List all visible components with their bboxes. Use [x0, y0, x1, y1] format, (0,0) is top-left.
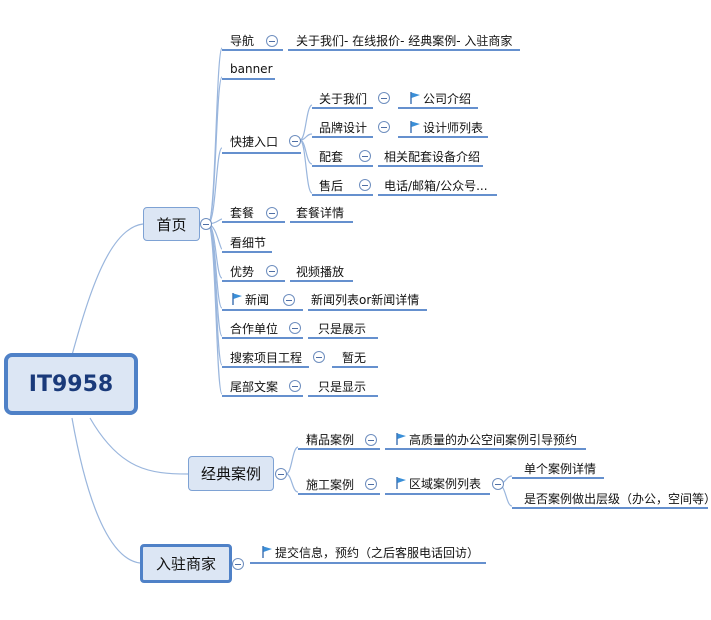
node-advantage-child[interactable]: 视频播放 [296, 265, 345, 279]
flag-icon [396, 477, 406, 489]
root-label: IT9958 [28, 371, 114, 397]
node-quick-child[interactable]: 电话/邮箱/公众号... [384, 179, 488, 193]
flag-icon [410, 121, 420, 133]
collapse-advantage-icon[interactable] [266, 265, 278, 277]
root-node[interactable]: IT9958 [4, 353, 138, 415]
node-quick-child-label: 设计师列表 [423, 121, 484, 135]
collapse-home-icon[interactable] [200, 218, 212, 230]
collapse-cases-icon[interactable] [275, 468, 287, 480]
collapse-premium-icon[interactable] [365, 434, 377, 446]
node-search[interactable]: 搜索项目工程 [230, 351, 303, 365]
node-detail[interactable]: 看细节 [230, 236, 267, 250]
node-package-child[interactable]: 套餐详情 [296, 206, 345, 220]
node-news-label: 新闻 [245, 293, 270, 307]
flag-icon [396, 433, 406, 445]
node-nav[interactable]: 导航 [230, 34, 255, 48]
node-search-child[interactable]: 暂无 [342, 351, 367, 365]
flag-icon [410, 92, 420, 104]
flag-icon [232, 293, 242, 305]
node-cases[interactable]: 经典案例 [188, 456, 274, 491]
node-footer[interactable]: 尾部文案 [230, 380, 279, 394]
node-partner-child[interactable]: 只是展示 [318, 322, 367, 336]
node-package[interactable]: 套餐 [230, 206, 255, 220]
node-construction-sub[interactable]: 单个案例详情 [524, 462, 597, 476]
collapse-search-icon[interactable] [313, 351, 325, 363]
collapse-footer-icon[interactable] [289, 380, 301, 392]
node-quick-item[interactable]: 售后 [319, 179, 344, 193]
collapse-quick-item-icon[interactable] [359, 179, 371, 191]
node-home[interactable]: 首页 [143, 207, 200, 241]
node-construction[interactable]: 施工案例 [306, 478, 355, 492]
collapse-nav-icon[interactable] [266, 35, 278, 47]
node-nav-child[interactable]: 关于我们- 在线报价- 经典案例- 入驻商家 [296, 34, 513, 48]
node-advantage[interactable]: 优势 [230, 265, 255, 279]
node-construction-child-label: 区域案例列表 [409, 477, 482, 491]
node-merchant-label: 入驻商家 [155, 555, 216, 573]
node-construction-child[interactable]: 区域案例列表 [396, 477, 481, 491]
collapse-partner-icon[interactable] [289, 322, 301, 334]
node-quick-item[interactable]: 品牌设计 [319, 121, 368, 135]
node-quick-child[interactable]: 公司介绍 [410, 92, 471, 106]
node-quick-item[interactable]: 关于我们 [319, 92, 368, 106]
node-cases-label: 经典案例 [200, 465, 261, 483]
collapse-quick-item-icon[interactable] [359, 150, 371, 162]
node-merchant-child-label: 提交信息，预约（之后客服电话回访） [275, 546, 480, 560]
node-banner[interactable]: banner [230, 62, 273, 76]
node-news-child[interactable]: 新闻列表or新闻详情 [311, 293, 420, 307]
collapse-quick-item-icon[interactable] [378, 121, 390, 133]
node-premium-child[interactable]: 高质量的办公空间案例引导预约 [396, 433, 577, 447]
collapse-package-icon[interactable] [266, 207, 278, 219]
collapse-merchant-icon[interactable] [232, 558, 244, 570]
node-footer-child[interactable]: 只是显示 [318, 380, 367, 394]
collapse-news-icon[interactable] [283, 294, 295, 306]
node-quick-child-label: 公司介绍 [423, 92, 472, 106]
node-partner[interactable]: 合作单位 [230, 322, 279, 336]
node-merchant[interactable]: 入驻商家 [140, 544, 232, 583]
node-premium-child-label: 高质量的办公空间案例引导预约 [409, 433, 578, 447]
collapse-construction-list-icon[interactable] [492, 478, 504, 490]
node-home-label: 首页 [156, 215, 187, 234]
flag-icon [262, 546, 272, 558]
node-news[interactable]: 新闻 [232, 293, 269, 307]
node-merchant-child[interactable]: 提交信息，预约（之后客服电话回访） [262, 546, 479, 560]
node-quick-child[interactable]: 设计师列表 [410, 121, 483, 135]
collapse-quick-item-icon[interactable] [378, 92, 390, 104]
node-premium[interactable]: 精品案例 [306, 433, 355, 447]
node-quick-child[interactable]: 相关配套设备介绍 [384, 150, 481, 164]
node-construction-sub[interactable]: 是否案例做出层级（办公，空间等） [524, 492, 711, 506]
node-quick[interactable]: 快捷入口 [230, 135, 279, 149]
collapse-quick-icon[interactable] [289, 135, 301, 147]
collapse-construction-icon[interactable] [365, 478, 377, 490]
node-quick-item[interactable]: 配套 [319, 150, 344, 164]
